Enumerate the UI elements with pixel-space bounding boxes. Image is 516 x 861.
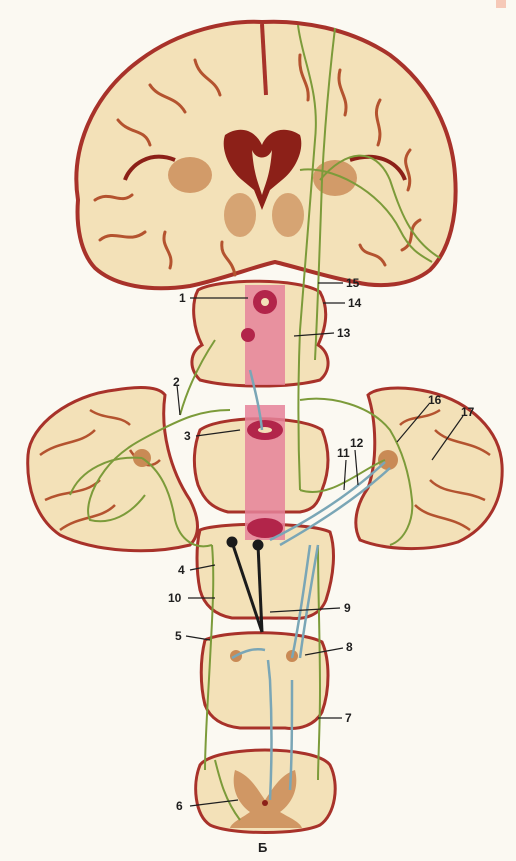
label-7: 7 <box>345 712 352 724</box>
label-14: 14 <box>348 297 361 309</box>
label-11: 11 <box>337 447 350 459</box>
label-17: 17 <box>461 406 474 418</box>
label-6: 6 <box>176 800 183 812</box>
label-4: 4 <box>178 564 185 576</box>
midbrain-section <box>192 281 328 386</box>
label-2: 2 <box>173 376 180 388</box>
label-16: 16 <box>428 394 441 406</box>
label-10: 10 <box>168 592 181 604</box>
cerebellum-left <box>28 388 198 551</box>
label-1: 1 <box>179 292 186 304</box>
label-9: 9 <box>344 602 351 614</box>
label-13: 13 <box>337 327 350 339</box>
cerebrum-section <box>76 22 455 289</box>
label-15: 15 <box>346 277 359 289</box>
label-12: 12 <box>350 437 363 449</box>
label-8: 8 <box>346 641 353 653</box>
label-3: 3 <box>184 430 191 442</box>
medulla-section <box>197 515 333 618</box>
lower-medulla-section <box>201 633 328 729</box>
label-5: 5 <box>175 630 182 642</box>
panel-letter: Б <box>258 842 267 854</box>
